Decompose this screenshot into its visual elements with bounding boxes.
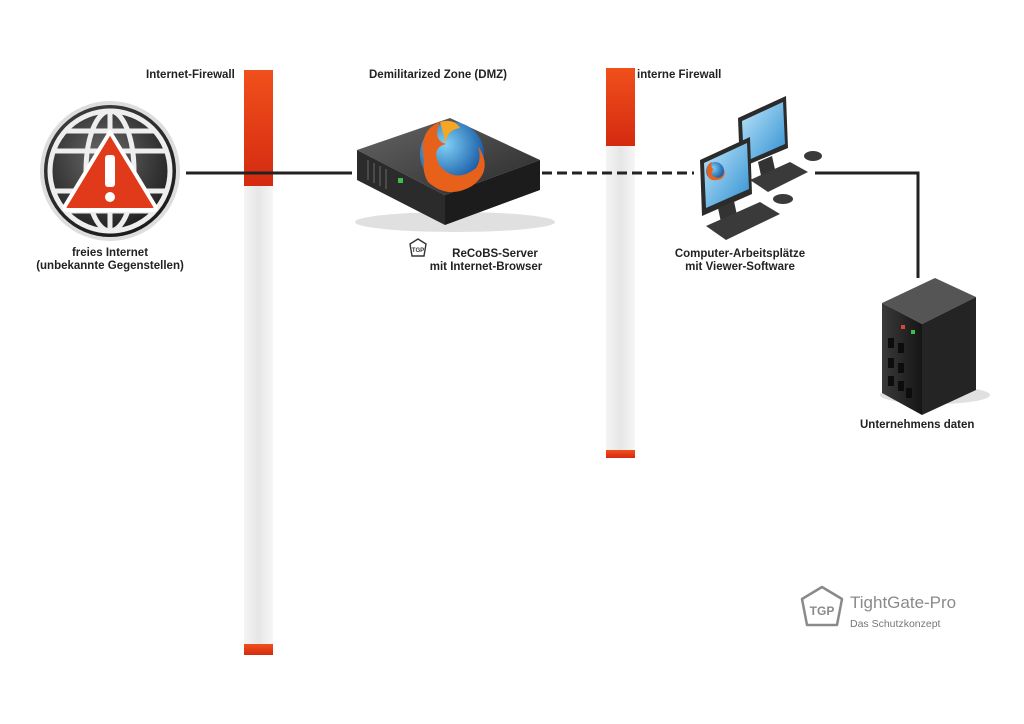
svg-text:TGP: TGP xyxy=(412,248,424,254)
server-label-line1: ReCoBS-Server xyxy=(452,248,538,260)
brand-name: TightGate-Pro xyxy=(850,593,957,612)
internet-firewall xyxy=(244,70,273,655)
dmz-label: Demilitarized Zone (DMZ) xyxy=(369,69,508,81)
server-label: ReCoBS-Server mit Internet-Browser xyxy=(406,248,566,274)
tgp-logo-icon: TGP xyxy=(800,585,844,627)
workstations-label-line2: mit Viewer-Software xyxy=(685,261,795,273)
internet-label-line2: (unbekannte Gegenstellen) xyxy=(36,260,184,272)
recobs-server-icon xyxy=(355,118,555,232)
tgp-logo-small-icon: TGP xyxy=(409,238,427,257)
workstations-label-line1: Computer-Arbeitsplätze xyxy=(674,248,806,260)
internal-firewall-label: interne Firewall xyxy=(637,69,722,81)
brand-block: TGP TightGate-Pro Das Schutzkonzept xyxy=(800,585,970,635)
company-data-label: Unternehmens daten xyxy=(860,419,975,431)
browser-logo-icon xyxy=(420,120,485,193)
warning-icon xyxy=(62,130,158,212)
internet-firewall-label: Internet-Firewall xyxy=(146,69,235,81)
internet-globe-icon xyxy=(40,101,180,241)
internet-label-line1: freies Internet xyxy=(71,247,149,259)
viewer-browser-logo-icon xyxy=(706,162,725,181)
brand-tagline: Das Schutzkonzept xyxy=(850,618,941,630)
server-label-line2: mit Internet-Browser xyxy=(429,261,543,273)
internal-firewall xyxy=(606,68,635,458)
workstations-icon xyxy=(700,96,822,240)
internet-label: freies Internet (unbekannte Gegenstellen… xyxy=(20,247,200,273)
workstations-label: Computer-Arbeitsplätze mit Viewer-Softwa… xyxy=(660,248,820,274)
data-server-icon xyxy=(880,278,990,415)
workstation-to-data-link xyxy=(815,171,920,278)
tgp-logo-text: TGP xyxy=(810,604,835,618)
